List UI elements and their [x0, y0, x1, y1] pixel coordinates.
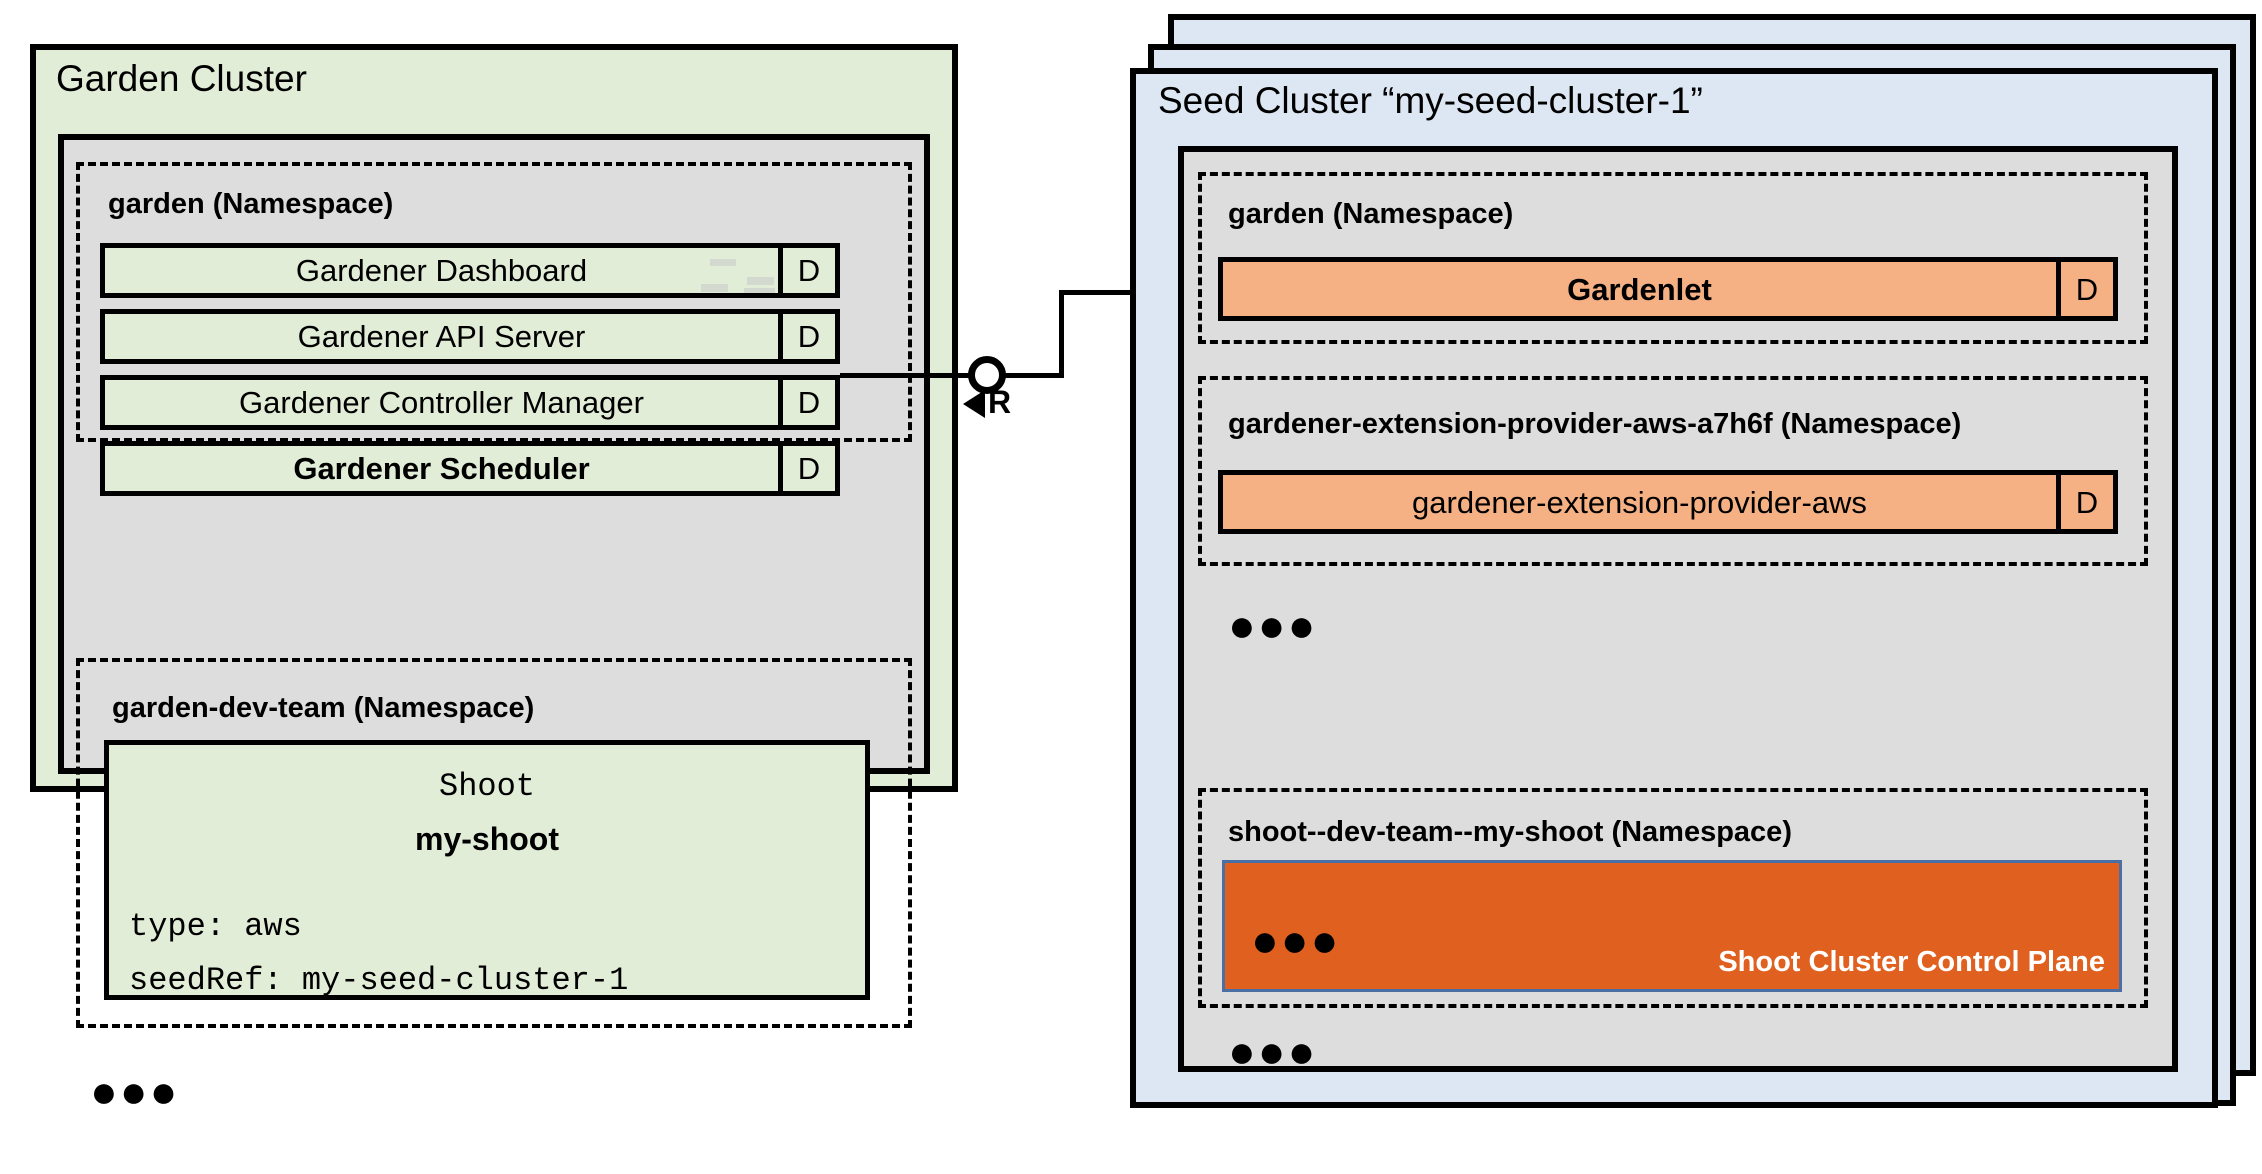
component-gardener-scheduler-body: Gardener Scheduler [105, 446, 778, 491]
component-gardener-scheduler-label: Gardener Scheduler [293, 451, 590, 486]
component-gardener-dashboard-body: Gardener Dashboard [105, 248, 778, 293]
garden-cluster-more-indicator: ●●● [90, 1065, 180, 1117]
shoot-cluster-control-plane-label: Shoot Cluster Control Plane [1718, 946, 2105, 978]
seed-cluster-title: Seed Cluster “my-seed-cluster-1” [1158, 80, 1703, 121]
seed-shoot-namespace-label: shoot--dev-team--my-shoot (Namespace) [1228, 816, 1792, 848]
component-gardener-extension-provider-aws-body: gardener-extension-provider-aws [1223, 475, 2056, 529]
dashboard-ghost-mark-4 [744, 288, 775, 293]
dashboard-ghost-mark-3 [747, 277, 774, 285]
component-gardenlet-badge: D [2056, 262, 2113, 316]
component-gardener-api-server-badge: D [778, 314, 835, 359]
shoot-resource-card[interactable]: Shoot my-shoot type: aws seedRef: my-see… [104, 740, 870, 1000]
connector-direction-arrow-icon [963, 390, 985, 418]
component-gardener-dashboard[interactable]: Gardener Dashboard D [100, 243, 840, 298]
seed-shoot-namespace-box [1198, 788, 2148, 1008]
shoot-control-plane-more-indicator: ●●● [1251, 914, 1341, 966]
shoot-resource-spec-type: type: aws [129, 908, 302, 945]
seed-garden-namespace-box [1198, 172, 2148, 344]
component-gardener-extension-provider-aws[interactable]: gardener-extension-provider-aws D [1218, 470, 2118, 534]
garden-dev-team-namespace-box [76, 658, 912, 1028]
shoot-resource-name: my-shoot [415, 821, 559, 857]
seed-cluster-more-indicator-bottom: ●●● [1228, 1025, 1318, 1077]
component-gardener-controller-manager-body: Gardener Controller Manager [105, 380, 778, 425]
component-gardener-extension-provider-aws-label: gardener-extension-provider-aws [1412, 484, 1867, 520]
component-gardener-controller-manager[interactable]: Gardener Controller Manager D [100, 375, 840, 430]
seed-extension-namespace-label: gardener-extension-provider-aws-a7h6f (N… [1228, 408, 1962, 440]
component-gardener-api-server[interactable]: Gardener API Server D [100, 309, 840, 364]
connector-wire-riser [1059, 290, 1064, 378]
dashboard-ghost-mark-2 [701, 284, 728, 292]
connector-socket-icon [968, 356, 1006, 394]
component-gardener-dashboard-badge: D [778, 248, 835, 293]
shoot-resource-spec-seedref: seedRef: my-seed-cluster-1 [129, 962, 629, 999]
component-gardener-scheduler[interactable]: Gardener Scheduler D [100, 441, 840, 496]
garden-namespace-box [76, 162, 912, 442]
component-gardenlet-body: Gardenlet [1223, 262, 2056, 316]
seed-extension-namespace-box [1198, 376, 2148, 566]
shoot-cluster-control-plane-box[interactable]: ●●● Shoot Cluster Control Plane [1222, 860, 2122, 992]
garden-cluster-title: Garden Cluster [56, 58, 307, 99]
shoot-resource-kind: Shoot [438, 768, 535, 805]
component-gardenlet[interactable]: Gardenlet D [1218, 257, 2118, 321]
connector-wire-segment-mid [1004, 373, 1064, 378]
seed-garden-namespace-label: garden (Namespace) [1228, 198, 1514, 230]
dashboard-ghost-mark-1 [710, 259, 736, 266]
component-gardener-extension-provider-aws-badge: D [2056, 475, 2113, 529]
garden-dev-team-namespace-label: garden-dev-team (Namespace) [112, 692, 535, 724]
component-gardenlet-label: Gardenlet [1567, 271, 1712, 307]
component-gardener-api-server-label: Gardener API Server [297, 319, 586, 354]
component-gardener-dashboard-label: Gardener Dashboard [295, 253, 588, 288]
garden-namespace-label: garden (Namespace) [108, 188, 394, 220]
component-gardener-api-server-body: Gardener API Server [105, 314, 778, 359]
connector-wire-segment-left [840, 373, 972, 378]
seed-cluster-more-indicator-middle: ●●● [1228, 599, 1318, 651]
component-gardener-scheduler-badge: D [778, 446, 835, 491]
connector-relation-label: R [988, 384, 1012, 420]
component-gardener-controller-manager-badge: D [778, 380, 835, 425]
component-gardener-controller-manager-label: Gardener Controller Manager [239, 385, 644, 420]
